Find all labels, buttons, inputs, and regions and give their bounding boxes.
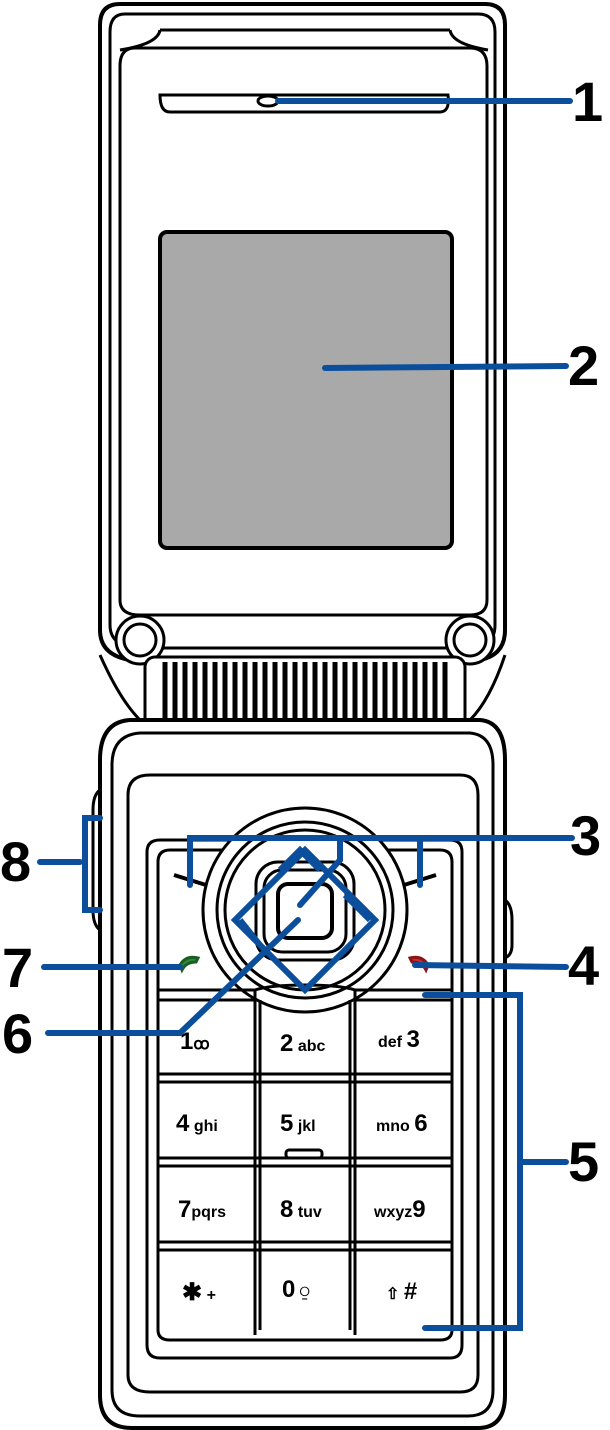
callout-number-3: 3	[570, 804, 602, 867]
key-1[interactable]: 1ꝏ	[180, 1028, 210, 1056]
callout-number-6: 6	[2, 1002, 34, 1065]
key-3[interactable]: def 3	[378, 1026, 420, 1054]
key-star-letters: +	[206, 1287, 216, 1304]
callout-number-1: 1	[572, 70, 604, 133]
key-8-letters: tuv	[297, 1204, 322, 1221]
key-8[interactable]: 8 tuv	[280, 1196, 322, 1224]
key-2[interactable]: 2 abc	[280, 1030, 325, 1058]
key-hash-symbol: #	[403, 1278, 418, 1305]
key-0[interactable]: 0 ⍜	[282, 1276, 309, 1304]
key-4[interactable]: 4 ghi	[176, 1110, 218, 1138]
callout-line-5	[422, 992, 569, 1331]
key-5-digit: 5	[280, 1110, 294, 1137]
key-7-digit: 7	[178, 1196, 192, 1223]
hinge	[98, 614, 507, 731]
shift-icon: ⇧	[386, 1286, 400, 1303]
callout-line-2	[322, 363, 569, 371]
key-7-letters: pqrs	[191, 1204, 227, 1221]
callout-number-5: 5	[568, 1130, 600, 1193]
key-hash[interactable]: ⇧ #	[386, 1278, 417, 1306]
key-star[interactable]: ✱ +	[182, 1278, 216, 1307]
key-2-letters: abc	[297, 1038, 326, 1055]
display-screen	[158, 230, 454, 550]
callout-number-8: 8	[0, 830, 32, 893]
key-6-digit: 6	[414, 1110, 428, 1137]
callout-number-4: 4	[568, 934, 600, 997]
key-7[interactable]: 7pqrs	[178, 1196, 226, 1224]
callout-line-8	[37, 815, 103, 913]
key-9-digit: 9	[412, 1196, 426, 1223]
callout-line-6	[45, 917, 301, 1036]
key-9-letters: wxyz	[374, 1204, 413, 1221]
navi-scroll-arcs	[237, 845, 373, 947]
callout-line-4	[412, 962, 569, 970]
key-2-digit: 2	[280, 1030, 294, 1057]
callout-lines	[37, 98, 575, 1331]
key-6[interactable]: mno 6	[376, 1110, 428, 1138]
key-4-digit: 4	[176, 1110, 190, 1137]
key-6-letters: mno	[376, 1118, 410, 1135]
callout-number-7: 7	[2, 936, 34, 999]
key-star-symbol: ✱	[182, 1279, 203, 1306]
keypad	[158, 983, 452, 1335]
key-3-letters: def	[378, 1034, 402, 1051]
key-4-letters: ghi	[193, 1118, 218, 1135]
key-1-digit: 1	[180, 1028, 194, 1055]
callout-number-2: 2	[568, 334, 600, 397]
key-3-digit: 3	[406, 1026, 420, 1053]
call-key-icon	[178, 955, 201, 974]
key-5[interactable]: 5 jkl	[280, 1110, 316, 1138]
callout-line-3	[187, 835, 575, 908]
voicemail-icon: ꝏ	[193, 1036, 210, 1053]
key-8-digit: 8	[280, 1196, 294, 1223]
key-0-digit: 0	[282, 1276, 296, 1303]
key-9[interactable]: wxyz9	[374, 1196, 426, 1224]
key-5-letters: jkl	[297, 1118, 316, 1135]
navi-diamond	[230, 845, 380, 995]
space-icon: ⍜	[299, 1284, 310, 1301]
